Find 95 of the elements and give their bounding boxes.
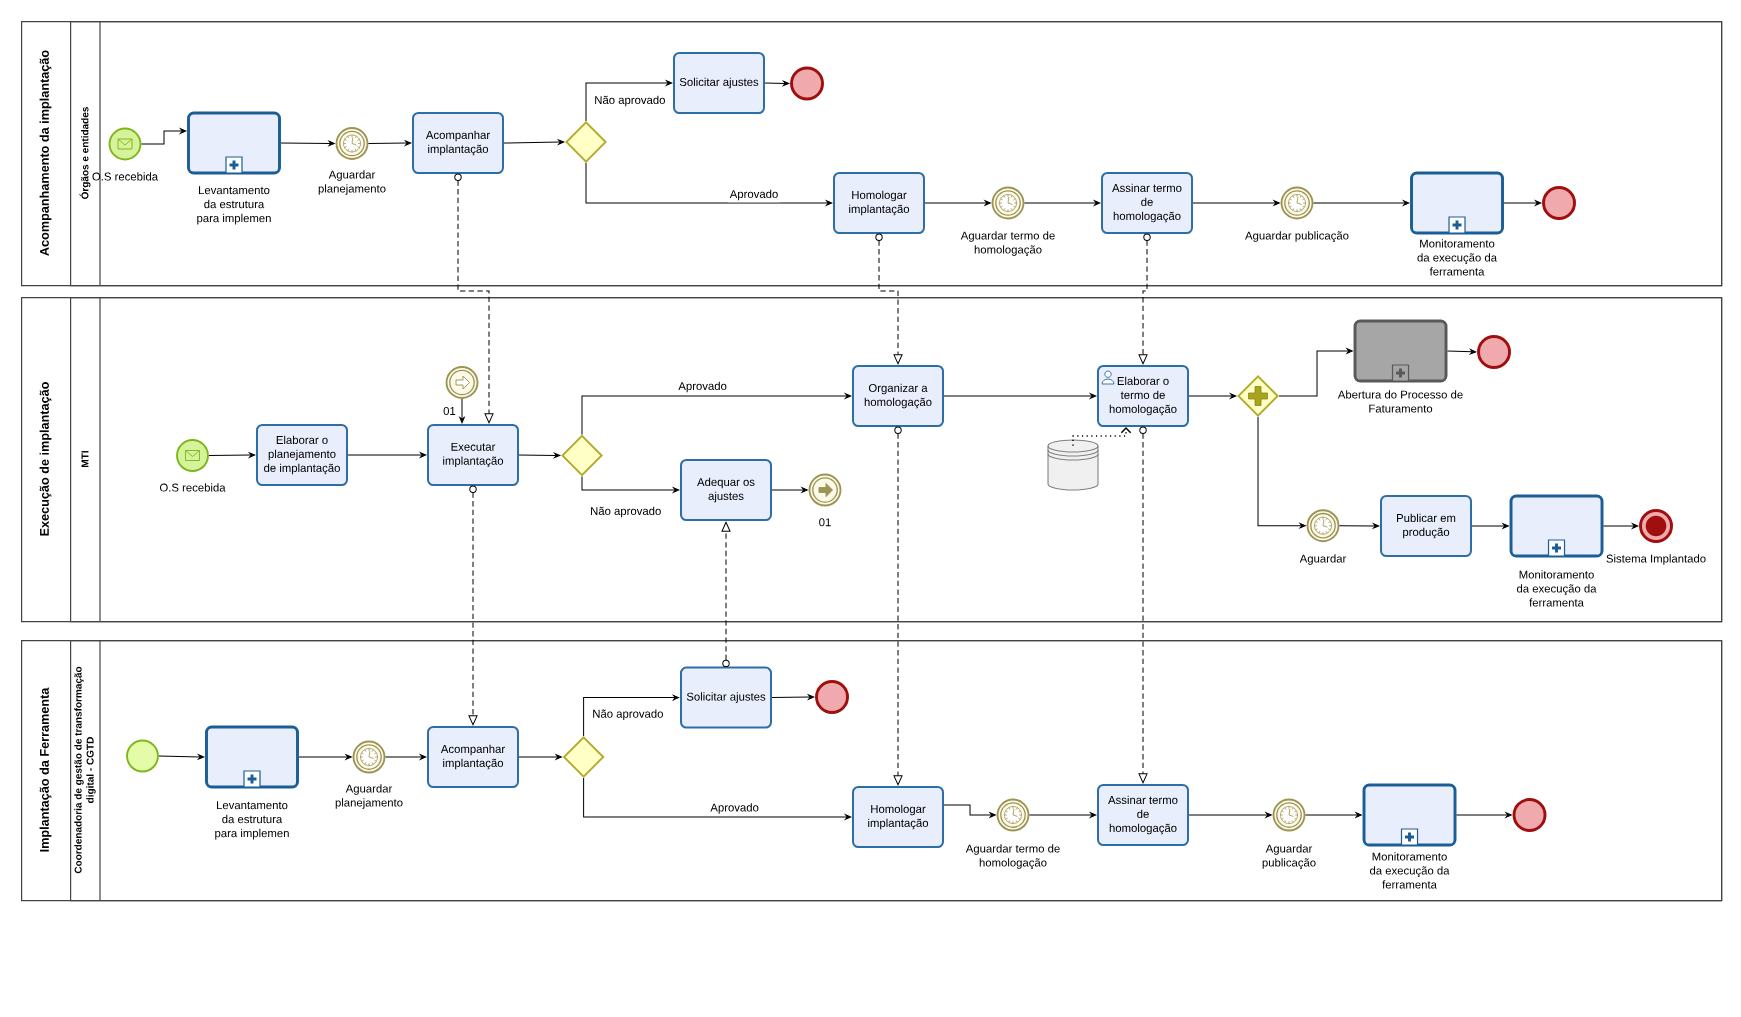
data-store xyxy=(1047,439,1099,491)
sequence-arrow xyxy=(158,754,205,760)
end-event xyxy=(815,680,849,714)
sequence-arrow xyxy=(1471,523,1509,529)
sequence-arrow xyxy=(140,128,187,145)
task-box: Publicar em produção xyxy=(1380,495,1472,557)
message-arrow xyxy=(1138,432,1148,784)
task-box: Homologar implantação xyxy=(852,786,944,848)
association-arrow xyxy=(1072,427,1132,447)
sequence-arrow xyxy=(1304,812,1362,818)
sequence-arrow xyxy=(1278,348,1353,397)
message-arrow xyxy=(878,239,903,365)
task-box: Solicitar ajustes xyxy=(673,52,765,114)
sequence-arrow xyxy=(581,393,852,436)
sequence-arrow xyxy=(1257,416,1306,529)
sequence-arrow xyxy=(1188,393,1237,399)
event-label: Aguardar publicação xyxy=(1262,844,1316,869)
message-arrow xyxy=(893,432,903,786)
sequence-arrow xyxy=(924,200,991,206)
task-box: Acompanhar implantação xyxy=(412,112,504,174)
sequence-arrow xyxy=(1456,812,1512,818)
task-box: Elaborar o planejamento de implantação xyxy=(256,424,348,486)
sequence-arrow xyxy=(585,162,833,206)
sequence-arrow xyxy=(1603,523,1639,529)
event-label: Sistema Implantado xyxy=(1606,554,1706,565)
sequence-arrow xyxy=(581,475,680,493)
edge-label: Aprovado xyxy=(708,801,761,816)
end-event xyxy=(790,66,824,101)
gateway-diamond xyxy=(561,434,603,477)
subprocess-label: Abertura do Processo de Faturamento xyxy=(1337,390,1463,413)
message-arrow xyxy=(468,491,478,726)
sequence-arrow xyxy=(367,140,412,146)
end-event xyxy=(1512,798,1547,832)
edge-label: Aprovado xyxy=(727,187,781,203)
sequence-arrow xyxy=(583,777,852,820)
sequence-arrow xyxy=(518,452,561,459)
event-label: Aguardar termo de homologação xyxy=(960,231,1055,256)
event-label: Aguardar planejamento xyxy=(335,784,403,809)
sequence-arrow xyxy=(384,754,427,760)
task-box: Adequar os ajustes xyxy=(680,459,772,521)
subprocess-label: Monitoramento da execução da ferramenta xyxy=(1517,570,1597,607)
task-box: Organizar a homologação xyxy=(852,365,944,427)
sequence-arrow xyxy=(764,80,790,87)
sequence-arrow xyxy=(1312,200,1410,206)
edge-label: Não aprovado xyxy=(590,707,666,722)
task-box: Elaborar o termo de homologação xyxy=(1097,365,1189,427)
end-event xyxy=(1542,186,1576,220)
sequence-arrow xyxy=(1338,523,1380,529)
task-box: Solicitar ajustes xyxy=(680,666,772,729)
sequence-arrow xyxy=(943,393,1097,399)
sequence-arrow xyxy=(583,694,680,737)
subprocess-label: Levantamento da estrutura para implemen xyxy=(197,186,271,225)
sequence-arrow xyxy=(771,487,808,493)
task-box: Homologar implantação xyxy=(833,172,925,234)
gateway-diamond xyxy=(562,736,605,778)
sequence-arrow xyxy=(298,754,352,760)
message-arrow xyxy=(457,179,494,424)
subprocess-label: Monitoramento da execução da ferramenta xyxy=(1370,852,1450,889)
event-label: O.S recebida xyxy=(159,483,226,492)
sequence-arrow xyxy=(1028,812,1097,818)
task-box: Assinar termo de homologação xyxy=(1101,172,1193,234)
event-label: O.S recebida xyxy=(92,172,159,181)
edge-label: Aprovado xyxy=(676,379,729,395)
end-event xyxy=(1477,335,1511,369)
start-event xyxy=(126,739,159,773)
task-box: Assinar termo de homologação xyxy=(1097,784,1189,846)
sequence-arrow xyxy=(1447,349,1477,355)
task-box: Acompanhar implantação xyxy=(427,726,519,788)
event-label: 01 xyxy=(443,407,456,415)
sequence-arrow xyxy=(459,398,465,424)
event-label: Aguardar planejamento xyxy=(318,170,386,195)
sequence-arrow xyxy=(518,754,562,760)
task-box: Executar implantação xyxy=(427,424,519,486)
sequence-arrow xyxy=(943,804,996,818)
gateway-diamond xyxy=(565,121,607,163)
subprocess-label: Levantamento da estrutura para implemen xyxy=(215,801,289,840)
edge-label: Não aprovado xyxy=(588,504,664,520)
sequence-arrow xyxy=(1023,200,1101,206)
event-label: Aguardar xyxy=(1299,554,1347,565)
sequence-arrow xyxy=(347,452,427,458)
event-label: Aguardar publicação xyxy=(1245,231,1349,242)
sequence-arrow xyxy=(503,139,565,145)
sequence-arrow xyxy=(771,694,815,700)
subprocess-label: Monitoramento da execução da ferramenta xyxy=(1417,239,1497,276)
sequence-arrow xyxy=(208,452,256,458)
message-arrow xyxy=(721,521,731,661)
event-label: Aguardar termo de homologação xyxy=(965,844,1060,869)
edge-label: Não aprovado xyxy=(592,93,668,109)
event-label: 01 xyxy=(819,518,831,527)
sequence-arrow xyxy=(1503,200,1542,206)
sequence-arrow xyxy=(1188,812,1272,818)
sequence-arrow xyxy=(1192,200,1280,206)
sequence-arrow xyxy=(585,80,673,122)
sequence-arrow xyxy=(280,140,335,147)
message-arrow xyxy=(1138,239,1148,365)
